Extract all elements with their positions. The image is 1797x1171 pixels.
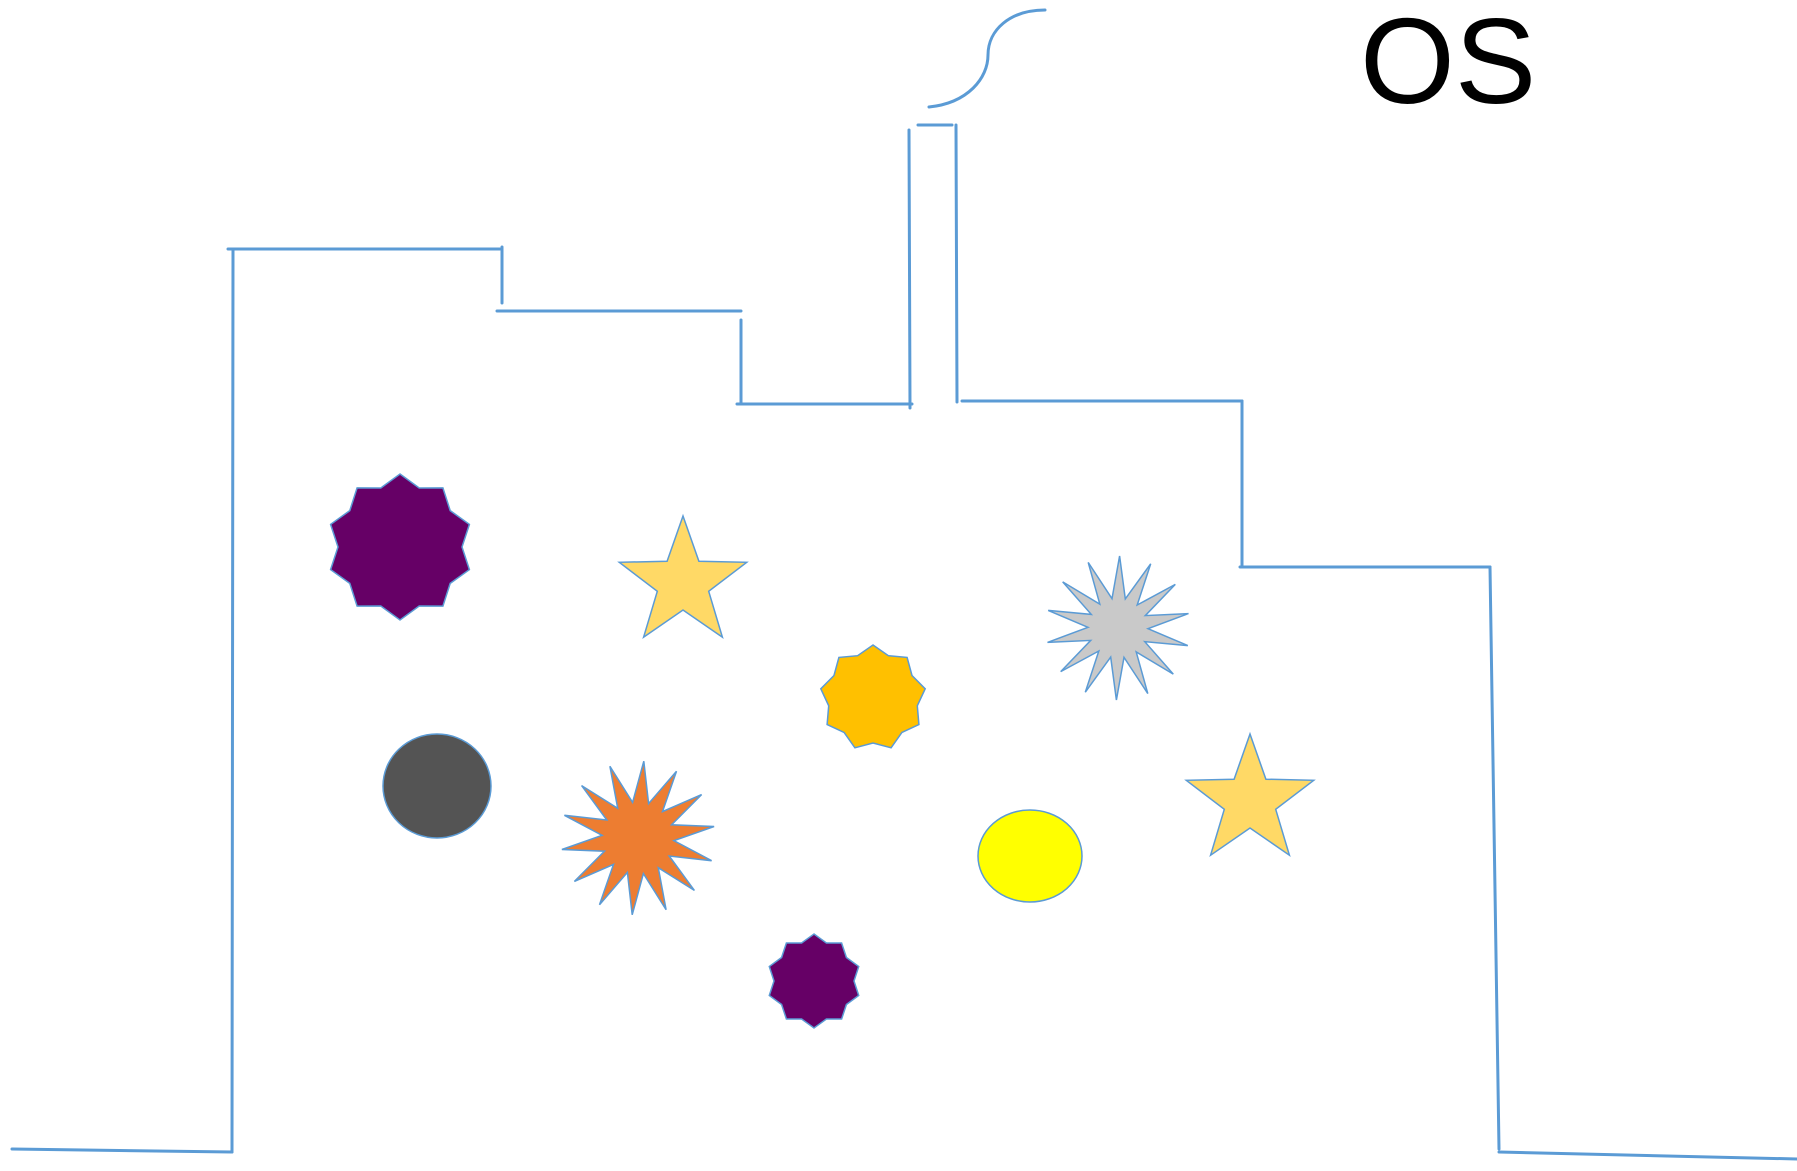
star-2-shape <box>1186 734 1313 855</box>
shapes-group <box>331 474 1314 1028</box>
silver-burst-shape <box>1048 556 1189 700</box>
gold-badge-shape <box>821 645 925 748</box>
purple-badge-small-shape <box>769 934 858 1028</box>
ground-line-left <box>12 1149 232 1152</box>
title-label: OS <box>1360 0 1536 122</box>
building-outline <box>12 10 1797 1159</box>
building-right-wall <box>1490 567 1499 1149</box>
star-1-shape <box>619 516 746 637</box>
chimney-right-wall <box>956 125 957 402</box>
dark-gray-circle-shape <box>383 734 491 838</box>
purple-badge-large-shape <box>331 474 470 620</box>
chimney-left-wall <box>909 130 910 408</box>
orange-burst-shape <box>562 761 714 915</box>
ground-line-right <box>1499 1152 1797 1159</box>
building-left-wall <box>232 249 233 1152</box>
chimney-smoke <box>929 10 1045 107</box>
yellow-circle-shape <box>978 810 1082 902</box>
